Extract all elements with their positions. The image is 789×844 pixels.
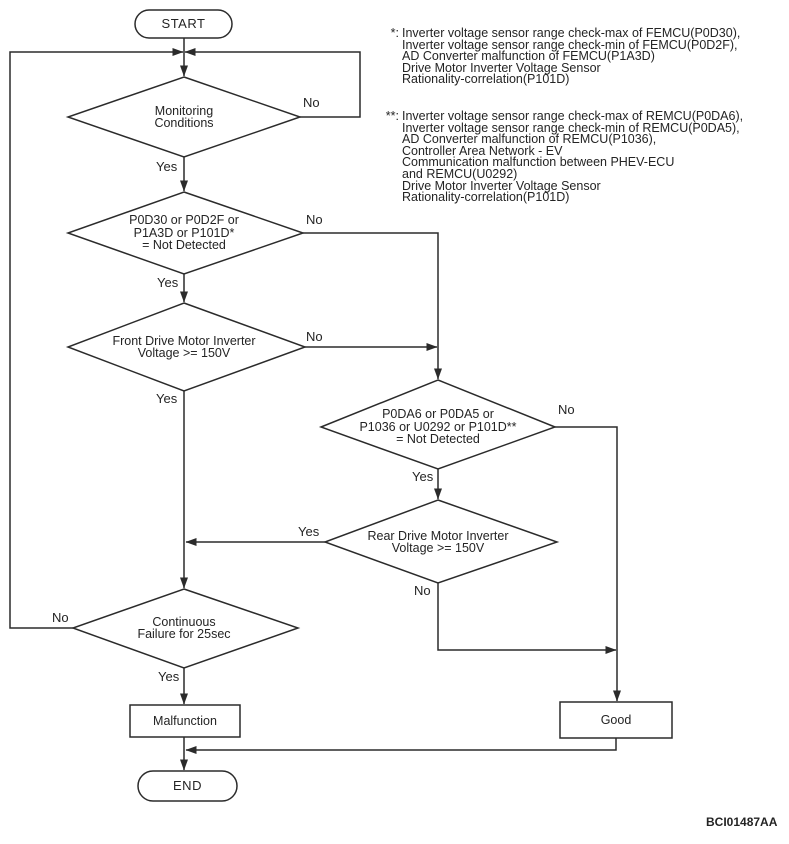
edge-monitoring-no-loopback: [184, 48, 361, 118]
footnote-femcu-marker: *:: [390, 26, 399, 40]
edge-label-monitoring-yes: Yes: [156, 159, 178, 174]
edge-label-continuous-yes: Yes: [158, 669, 180, 684]
start-node-shape: [134, 9, 233, 39]
end-node-shape: [137, 770, 238, 802]
edge-label-dtc-rear-yes: Yes: [412, 469, 434, 484]
footnote-remcu-marker: **:: [385, 109, 399, 123]
edge-dtc-front-no: [303, 232, 442, 380]
footnote-remcu-text: Inverter voltage sensor range check-max …: [402, 109, 744, 205]
edge-continuous-no-loopback: [9, 48, 184, 629]
footnote-remcu: **: Inverter voltage sensor range check-…: [381, 109, 744, 205]
decision-rear-voltage-shape: [322, 499, 560, 584]
decision-front-voltage-shape: [65, 302, 308, 392]
edge-label-monitoring-no: No: [303, 95, 320, 110]
edge-label-continuous-no: No: [52, 610, 69, 625]
footnote-femcu-text: Inverter voltage sensor range check-max …: [402, 26, 741, 87]
edge-dtc-rear-no: [555, 426, 621, 702]
footnote-femcu: *: Inverter voltage sensor range check-m…: [381, 26, 741, 87]
edge-rear-voltage-no: [437, 583, 617, 654]
decision-continuous-shape: [70, 588, 301, 669]
edge-label-rear-voltage-yes: Yes: [298, 524, 320, 539]
decision-monitoring-shape: [65, 76, 303, 158]
edge-label-dtc-front-no: No: [306, 212, 323, 227]
edge-label-front-voltage-yes: Yes: [156, 391, 178, 406]
good-node-shape: [559, 701, 673, 739]
decision-dtc-rear-shape: [318, 379, 558, 470]
edge-label-dtc-rear-no: No: [558, 402, 575, 417]
edge-label-rear-voltage-no: No: [414, 583, 431, 598]
edge-label-dtc-front-yes: Yes: [157, 275, 179, 290]
edge-good-to-end: [185, 738, 617, 754]
decision-dtc-front-shape: [65, 191, 306, 275]
edge-label-front-voltage-no: No: [306, 329, 323, 344]
malfunction-node-shape: [129, 704, 241, 738]
figure-code: BCI01487AA: [706, 815, 778, 829]
